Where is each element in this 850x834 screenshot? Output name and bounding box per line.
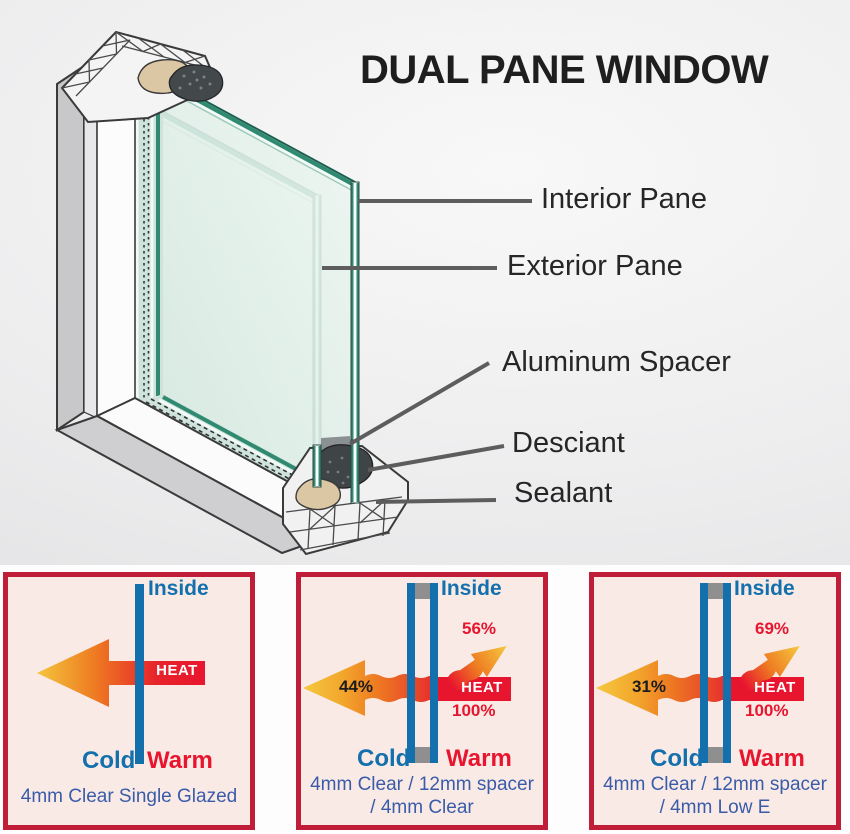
heat-label: HEAT: [754, 679, 796, 696]
single-glazed-graphic: [37, 584, 205, 764]
frame-bottom-block: [282, 436, 409, 556]
leader-lines: [322, 199, 532, 504]
heat-arrow-through: [596, 660, 731, 716]
diagram-title: DUAL PANE WINDOW: [360, 48, 769, 92]
heat-label: HEAT: [156, 662, 198, 679]
heat-arrow-through: [303, 660, 438, 716]
inside-label: Inside: [148, 577, 209, 600]
through-percent: 31%: [632, 677, 667, 696]
comparison-panels: Inside HEAT Cold Warm 4mm Clear Single G…: [0, 565, 850, 834]
block-lattice: [285, 496, 403, 551]
pane-bar-right: [430, 583, 438, 763]
panel-caption: 4mm Clear Single Glazed: [20, 786, 238, 807]
leader-desciant: [367, 444, 505, 472]
single-pane-bar: [135, 584, 144, 764]
spacer-bottom: [708, 747, 723, 763]
warm-label: Warm: [446, 745, 512, 772]
label-exterior-pane: Exterior Pane: [507, 250, 683, 282]
caption-line2: / 4mm Low E: [659, 797, 771, 818]
header-lattice: [61, 31, 207, 97]
cold-label: Cold: [82, 747, 136, 774]
label-aluminum-spacer: Aluminum Spacer: [502, 346, 731, 378]
source-percent: 100%: [452, 701, 496, 720]
spacer-bottom: [415, 747, 430, 763]
desiccant-top-texture: [178, 70, 212, 90]
dual-lowe-graphic: [596, 583, 804, 763]
heat-arrow-reflected: [739, 645, 800, 691]
heat-arrow-reflected: [446, 645, 507, 691]
pane-bar-right: [723, 583, 731, 763]
heat-arrow-left: [37, 639, 205, 707]
sealant-bottom-blob: [295, 477, 342, 511]
reflected-percent: 56%: [462, 619, 497, 638]
pane-bar-left: [700, 583, 708, 763]
panel-dual-clear: Inside 56% 44% HEAT 100% Cold Warm 4mm C…: [296, 572, 548, 830]
panel-dual-lowe: Inside 69% 31% HEAT 100% Cold Warm 4mm C…: [589, 572, 841, 830]
spacer-top: [708, 583, 723, 599]
frame-top-header: [60, 30, 224, 124]
window-cutaway-illustration: [54, 30, 532, 556]
leader-aluminum-spacer: [348, 361, 491, 446]
warm-label: Warm: [147, 747, 213, 774]
leader-sealant: [375, 498, 497, 504]
panel-caption: 4mm Clear / 12mm spacer / 4mm Low E: [594, 773, 836, 819]
label-desciant: Desciant: [512, 427, 625, 459]
source-percent: 100%: [745, 701, 789, 720]
heat-label: HEAT: [461, 679, 503, 696]
window-cutaway-section: DUAL PANE WINDOW Interior Pane Exterior …: [0, 0, 850, 565]
inside-label: Inside: [734, 577, 795, 600]
caption-line1: 4mm Clear / 12mm spacer: [603, 774, 827, 795]
reflected-percent: 69%: [755, 619, 790, 638]
label-sealant: Sealant: [514, 477, 613, 509]
desiccant-top-blob: [168, 64, 224, 102]
caption-line2: / 4mm Clear: [370, 797, 474, 818]
panel-caption: 4mm Clear / 12mm spacer / 4mm Clear: [301, 773, 543, 819]
spacer-top: [415, 583, 430, 599]
dual-clear-graphic: [303, 583, 511, 763]
warm-label: Warm: [739, 745, 805, 772]
cold-label: Cold: [650, 745, 704, 772]
through-percent: 44%: [339, 677, 374, 696]
pane-bar-left: [407, 583, 415, 763]
label-interior-pane: Interior Pane: [541, 183, 708, 215]
cold-label: Cold: [357, 745, 411, 772]
panel-single-glazed: Inside HEAT Cold Warm 4mm Clear Single G…: [3, 572, 255, 830]
caption-line1: 4mm Clear / 12mm spacer: [310, 774, 534, 795]
inside-label: Inside: [441, 577, 502, 600]
